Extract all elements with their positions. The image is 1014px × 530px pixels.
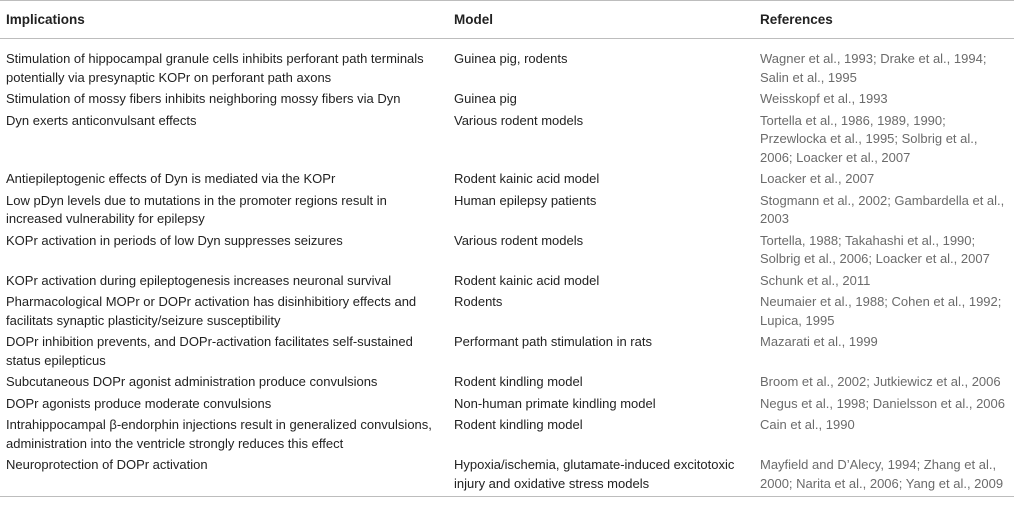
cell-references: Schunk et al., 2011: [760, 272, 871, 288]
header-row: Implications Model References: [0, 0, 1014, 39]
table-row: DOPr inhibition prevents, and DOPr-activ…: [0, 332, 1014, 372]
cell-model: Various rodent models: [454, 112, 584, 128]
cell-implication: DOPr inhibition prevents, and DOPr-activ…: [6, 334, 413, 368]
cell-references: Stogmann et al., 2002; Gambardella et al…: [760, 192, 1005, 227]
header-implications: Implications: [0, 0, 448, 39]
cell-model: Rodent kainic acid model: [454, 272, 600, 288]
table-row: DOPr agonists produce moderate convulsio…: [0, 393, 1014, 415]
cell-model: Performant path stimulation in rats: [454, 334, 652, 349]
table-row: Dyn exerts anticonvulsant effects Variou…: [0, 110, 1014, 169]
cell-references: Weisskopf et al., 1993: [760, 91, 888, 106]
table-row: KOPr activation in periods of low Dyn su…: [0, 230, 1014, 270]
cell-references: Wagner et al., 1993; Drake et al., 1994;…: [760, 51, 987, 85]
cell-model: Hypoxia/ischemia, glutamate-induced exci…: [448, 454, 754, 497]
table-row: Stimulation of hippocampal granule cells…: [0, 39, 1014, 89]
table-header: Implications Model References: [0, 0, 1014, 39]
implications-table-container: Implications Model References Stimulatio…: [0, 0, 1014, 497]
cell-references: Loacker et al., 2007: [760, 171, 875, 186]
cell-references: Mazarati et al., 1999: [760, 334, 878, 349]
cell-implication: Intrahippocampal β-endorphin injections …: [6, 417, 432, 451]
cell-implication: DOPr agonists produce moderate convulsio…: [6, 395, 272, 411]
cell-model: Rodent kindling model: [454, 417, 583, 432]
table-row: Low pDyn levels due to mutations in the …: [0, 190, 1014, 230]
implications-table: Implications Model References Stimulatio…: [0, 0, 1014, 497]
table-row: Stimulation of mossy fibers inhibits nei…: [0, 89, 1014, 111]
cell-model: Rodent kainic acid model: [454, 171, 600, 186]
cell-model: Human epilepsy patients: [454, 192, 597, 208]
cell-implication: Stimulation of hippocampal granule cells…: [6, 51, 424, 85]
header-references: References: [754, 0, 1014, 39]
table-row: KOPr activation during epileptogenesis i…: [0, 270, 1014, 292]
cell-references: Cain et al., 1990: [760, 417, 855, 432]
cell-model: Guinea pig, rodents: [454, 51, 568, 66]
table-row: Intrahippocampal β-endorphin injections …: [0, 415, 1014, 455]
cell-implication: Neuroprotection of DOPr activation: [0, 454, 448, 497]
table-row: Subcutaneous DOPr agonist administration…: [0, 372, 1014, 394]
cell-model: Rodent kindling model: [454, 374, 583, 389]
cell-implication: Antiepileptogenic effects of Dyn is medi…: [6, 171, 336, 186]
table-row: Antiepileptogenic effects of Dyn is medi…: [0, 169, 1014, 191]
cell-implication: Subcutaneous DOPr agonist administration…: [6, 374, 378, 389]
cell-implication: Pharmacological MOPr or DOPr activation …: [6, 294, 417, 328]
cell-implication: KOPr activation during epileptogenesis i…: [6, 272, 392, 288]
table-body: Stimulation of hippocampal granule cells…: [0, 39, 1014, 497]
cell-model: Non-human primate kindling model: [454, 395, 656, 411]
cell-model: Rodents: [454, 294, 503, 309]
cell-model: Guinea pig: [454, 91, 517, 106]
cell-model: Various rodent models: [454, 232, 584, 248]
cell-references: Neumaier et al., 1988; Cohen et al., 199…: [760, 294, 1002, 328]
cell-references: Mayfield and D’Alecy, 1994; Zhang et al.…: [754, 454, 1014, 497]
cell-references: Broom et al., 2002; Jutkiewicz et al., 2…: [760, 374, 1001, 389]
cell-references: Tortella et al., 1986, 1989, 1990; Przew…: [760, 112, 978, 165]
cell-references: Negus et al., 1998; Danielsson et al., 2…: [760, 395, 1005, 411]
cell-implication: Low pDyn levels due to mutations in the …: [6, 192, 387, 227]
cell-implication: KOPr activation in periods of low Dyn su…: [6, 232, 343, 248]
table-row: Pharmacological MOPr or DOPr activation …: [0, 292, 1014, 332]
header-model: Model: [448, 0, 754, 39]
cell-implication: Stimulation of mossy fibers inhibits nei…: [6, 91, 401, 106]
table-row: Neuroprotection of DOPr activation Hypox…: [0, 454, 1014, 497]
cell-implication: Dyn exerts anticonvulsant effects: [6, 112, 197, 128]
cell-references: Tortella, 1988; Takahashi et al., 1990; …: [760, 232, 990, 267]
